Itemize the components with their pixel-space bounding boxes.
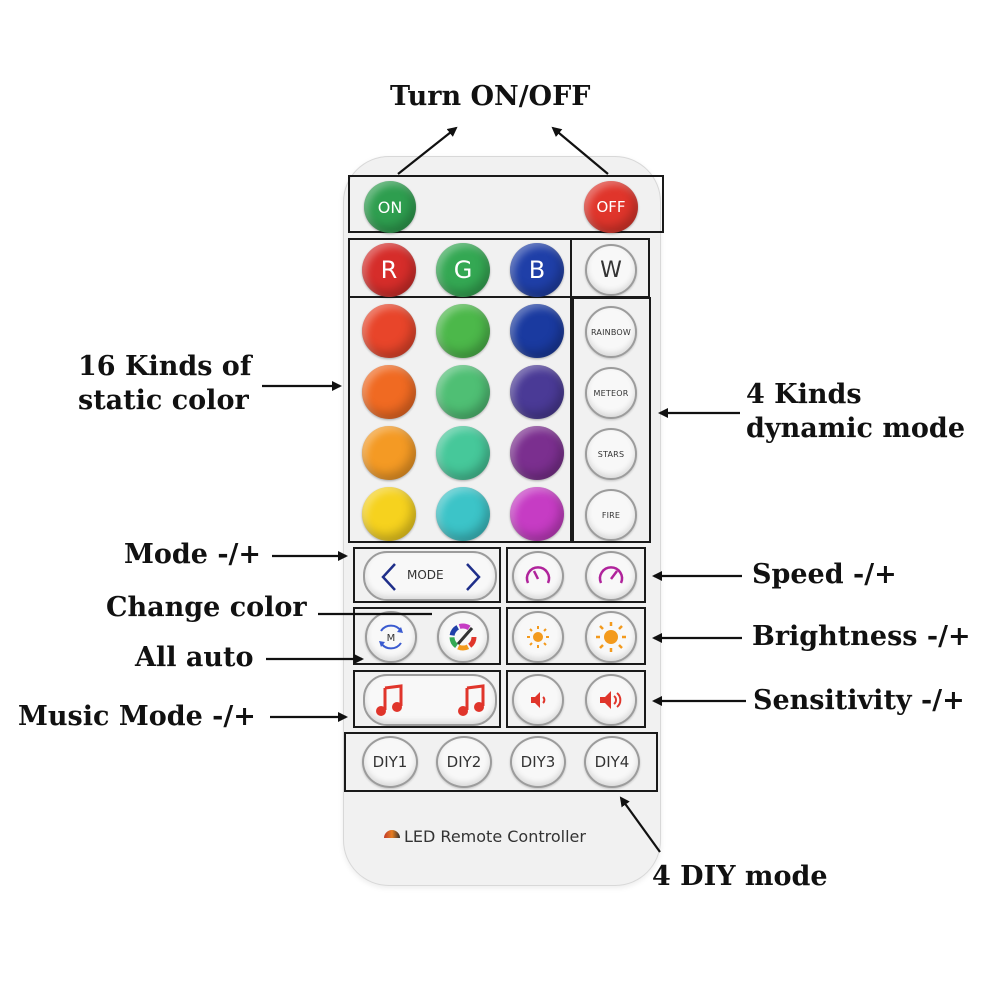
auto-cycle-icon: M xyxy=(379,624,403,650)
diy2-label: DIY2 xyxy=(446,753,482,771)
red-button: R xyxy=(362,243,416,297)
sensitivity-group-box xyxy=(506,670,646,728)
music-note-icon xyxy=(376,684,403,716)
diy2-button: DIY2 xyxy=(436,736,492,788)
blue-button: B xyxy=(510,243,564,297)
speed-group-box xyxy=(506,547,646,603)
mode-rocker: MODE xyxy=(363,551,497,601)
diy3-button: DIY3 xyxy=(510,736,566,788)
color-button xyxy=(362,365,416,419)
chevron-left-icon xyxy=(381,563,396,591)
off-label: OFF xyxy=(596,198,626,216)
color-button xyxy=(362,487,416,541)
diy3-label: DIY3 xyxy=(520,753,556,771)
music-group-box xyxy=(353,670,501,728)
callout-static-color-line2: static color xyxy=(78,385,249,416)
speaker-high-icon xyxy=(600,691,622,709)
callout-sensitivity: Sensitivity -/+ xyxy=(753,685,965,716)
power-group-box xyxy=(348,175,664,233)
speed-up-button xyxy=(585,551,637,601)
b-label: B xyxy=(528,256,546,284)
w-label: W xyxy=(600,257,622,283)
color-wheel-icon xyxy=(449,623,477,651)
brightness-down-button xyxy=(512,611,564,663)
stars-button: STARS xyxy=(585,428,637,480)
on-label: ON xyxy=(377,197,403,217)
mode-m-letter: M xyxy=(387,633,396,644)
color-button xyxy=(436,304,490,358)
rainbow-label: RAINBOW xyxy=(590,327,631,337)
callout-music-mode: Music Mode -/+ xyxy=(18,701,256,732)
brand-logo-icon xyxy=(384,830,400,838)
mode-label: MODE xyxy=(407,568,444,582)
callout-dynamic: 4 Kinds dynamic mode xyxy=(746,378,965,446)
fire-label: FIRE xyxy=(601,510,621,520)
diy-group-box xyxy=(344,732,658,792)
speed-down-button xyxy=(512,551,564,601)
static-color-group-box xyxy=(348,238,572,543)
meteor-label: METEOR xyxy=(593,388,629,398)
remote-footer-label: LED Remote Controller xyxy=(404,827,586,846)
green-button: G xyxy=(436,243,490,297)
g-label: G xyxy=(453,256,473,284)
color-button xyxy=(510,426,564,480)
callout-dynamic-line1: 4 Kinds xyxy=(746,379,862,410)
color-button xyxy=(362,426,416,480)
color-button xyxy=(436,487,490,541)
color-button xyxy=(436,365,490,419)
callout-change-color: Change color xyxy=(106,592,307,623)
color-button xyxy=(510,365,564,419)
mode-group-box xyxy=(353,547,501,603)
speaker-low-icon xyxy=(531,692,546,708)
callout-dynamic-line2: dynamic mode xyxy=(746,413,965,444)
music-note-icon xyxy=(458,684,485,716)
music-rocker xyxy=(363,674,497,726)
color-button xyxy=(510,487,564,541)
callout-static-color-line1: 16 Kinds of xyxy=(78,351,252,382)
diy1-button: DIY1 xyxy=(362,736,418,788)
white-button: W xyxy=(585,244,637,296)
diy4-label: DIY4 xyxy=(594,753,630,771)
meteor-button: METEOR xyxy=(585,367,637,419)
callout-brightness: Brightness -/+ xyxy=(752,621,971,652)
brightness-group-box xyxy=(506,607,646,665)
callout-power: Turn ON/OFF xyxy=(390,81,591,112)
auto-button: M xyxy=(365,611,417,663)
on-button: ON xyxy=(364,181,416,233)
dynamic-group-box xyxy=(572,297,651,543)
sun-large-icon xyxy=(596,622,626,652)
auto-group-box xyxy=(353,607,501,665)
color-button xyxy=(436,426,490,480)
change-color-button xyxy=(437,611,489,663)
sensitivity-up-button xyxy=(585,674,637,726)
sun-small-icon xyxy=(527,626,549,648)
stars-label: STARS xyxy=(597,449,625,459)
r-label: R xyxy=(380,256,398,284)
diy1-label: DIY1 xyxy=(372,753,408,771)
chevron-right-icon xyxy=(466,563,481,591)
fire-button: FIRE xyxy=(585,489,637,541)
off-button: OFF xyxy=(584,181,638,233)
diy4-button: DIY4 xyxy=(584,736,640,788)
speedometer-icon xyxy=(525,566,551,584)
callout-static-color: 16 Kinds of static color xyxy=(78,350,251,418)
brightness-up-button xyxy=(585,611,637,663)
callout-diy: 4 DIY mode xyxy=(652,861,828,892)
sensitivity-down-button xyxy=(512,674,564,726)
callout-mode: Mode -/+ xyxy=(124,539,262,570)
callout-all-auto: All auto xyxy=(135,642,254,673)
speedometer-icon xyxy=(598,566,624,584)
color-button xyxy=(510,304,564,358)
rainbow-button: RAINBOW xyxy=(585,306,637,358)
callout-speed: Speed -/+ xyxy=(752,559,897,590)
color-button xyxy=(362,304,416,358)
